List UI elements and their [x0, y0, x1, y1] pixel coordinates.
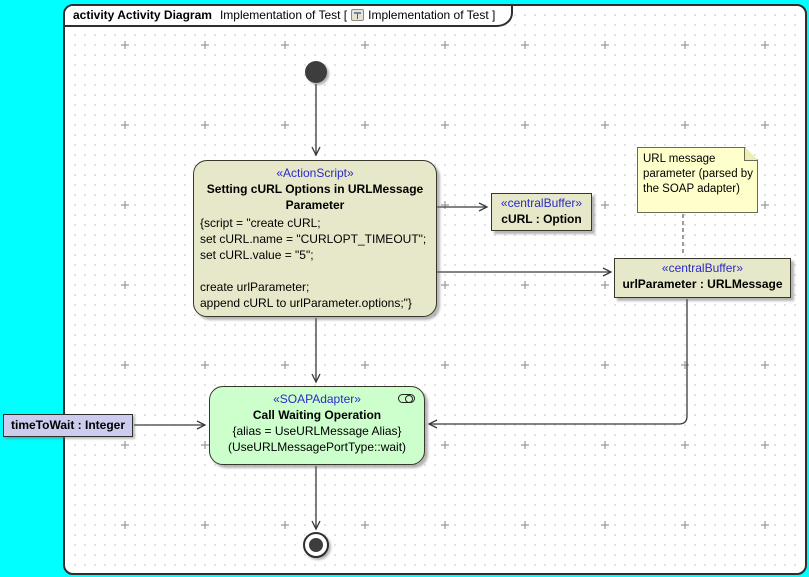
actionscript-stereotype: «ActionScript» [276, 166, 354, 180]
activity-diagram-icon [351, 9, 365, 21]
script-line: set cURL.name = "CURLOPT_TIMEOUT"; [200, 232, 427, 246]
frame-header: activity Activity Diagram Implementation… [65, 6, 514, 27]
script-line: create urlParameter; [200, 280, 310, 294]
soapadapter-action-node[interactable]: «SOAPAdapter» Call Waiting Operation {al… [209, 386, 425, 465]
diagram-name-label: Implementation of Test [ [219, 8, 348, 22]
curl-buffer-name: cURL : Option [501, 212, 582, 226]
actionscript-body: {script = "create cURL; set cURL.name = … [200, 215, 430, 311]
urlparameter-centralbuffer-node[interactable]: «centralBuffer» urlParameter : URLMessag… [614, 258, 791, 298]
initial-node[interactable] [305, 61, 327, 83]
script-line: {script = "create cURL; [200, 216, 321, 230]
curl-centralbuffer-node[interactable]: «centralBuffer» cURL : Option [491, 193, 592, 231]
urlparameter-buffer-name: urlParameter : URLMessage [622, 277, 783, 291]
curl-buffer-stereotype: «centralBuffer» [500, 196, 583, 210]
soapadapter-stereotype: «SOAPAdapter» [273, 392, 361, 406]
diagram-ref-label: Implementation of Test ] [368, 8, 496, 22]
diagram-kind-label: activity Activity Diagram [73, 8, 212, 22]
script-line: append cURL to urlParameter.options;"} [200, 296, 412, 310]
edge-urlparameter-to-soap[interactable] [429, 299, 688, 424]
script-line [200, 263, 430, 279]
script-line: set cURL.value = "5"; [200, 248, 314, 262]
actionscript-title: Setting cURL Options in URLMessage Param… [206, 182, 424, 212]
timetowait-input-pin[interactable]: timeToWait : Integer [3, 414, 133, 437]
soapadapter-title: Call Waiting Operation [252, 408, 382, 422]
note-text: URL message parameter (parsed by the SOA… [643, 153, 753, 195]
soapadapter-porttype-line: (UseURLMessagePortType::wait) [227, 440, 407, 454]
urlparameter-buffer-stereotype: «centralBuffer» [661, 261, 744, 275]
actionscript-action-node[interactable]: «ActionScript» Setting cURL Options in U… [193, 160, 437, 317]
comment-note[interactable]: URL message parameter (parsed by the SOA… [637, 147, 758, 213]
soapadapter-alias-line: {alias = UseURLMessage Alias} [232, 424, 402, 438]
activity-final-inner-dot [309, 538, 323, 552]
activity-final-node[interactable] [303, 532, 329, 558]
fork-indicator-icon [398, 394, 415, 403]
